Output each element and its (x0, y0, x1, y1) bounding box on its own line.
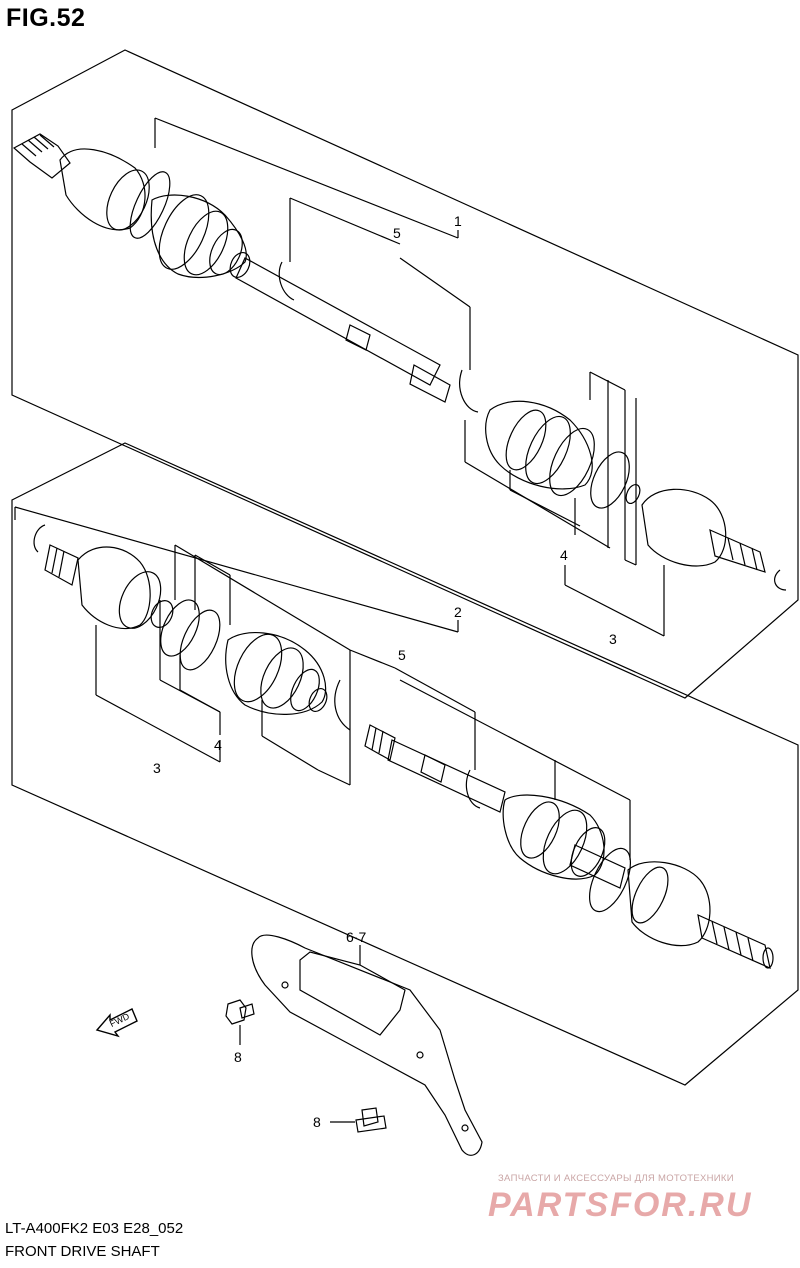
model-code: LT-A400FK2 E03 E28_052 (5, 1220, 184, 1237)
bolt-8-lower[interactable] (330, 1107, 387, 1133)
section-name: FRONT DRIVE SHAFT (5, 1243, 160, 1260)
callout-3-top: 3 (609, 631, 617, 647)
bolt-8-upper[interactable] (225, 999, 255, 1045)
watermark-logo: PARTSFOR.RU (488, 1186, 753, 1224)
upper-assembly-panel (11, 49, 799, 699)
callout-4-top: 4 (560, 547, 568, 563)
callout-2: 2 (454, 604, 462, 620)
guard-plate[interactable] (251, 934, 483, 1156)
callout-6-7: 6·7 (346, 929, 366, 945)
lower-inner-boot[interactable] (225, 627, 351, 731)
callout-8-lower: 8 (313, 1114, 321, 1130)
upper-drive-shaft[interactable] (12, 133, 479, 413)
callout-1: 1 (454, 213, 462, 229)
lower-inner-joint[interactable] (33, 524, 228, 676)
callout-8-upper: 8 (234, 1049, 242, 1065)
callout-5-top: 5 (393, 225, 401, 241)
upper-leader-lines (154, 117, 665, 637)
callout-4-mid: 4 (214, 737, 222, 753)
fwd-label: FWD (108, 1011, 131, 1029)
watermark-tagline: ЗАПЧАСТИ И АКСЕССУАРЫ ДЛЯ МОТОТЕХНИКИ (498, 1173, 734, 1184)
lower-assembly-panel (11, 442, 799, 1086)
lower-drive-shaft[interactable] (364, 724, 774, 970)
lower-leader-lines (14, 506, 631, 860)
figure-title: FIG.52 (6, 4, 86, 32)
callout-5-mid: 5 (398, 647, 406, 663)
fwd-arrow-icon (95, 1008, 138, 1038)
callout-3-mid: 3 (153, 760, 161, 776)
